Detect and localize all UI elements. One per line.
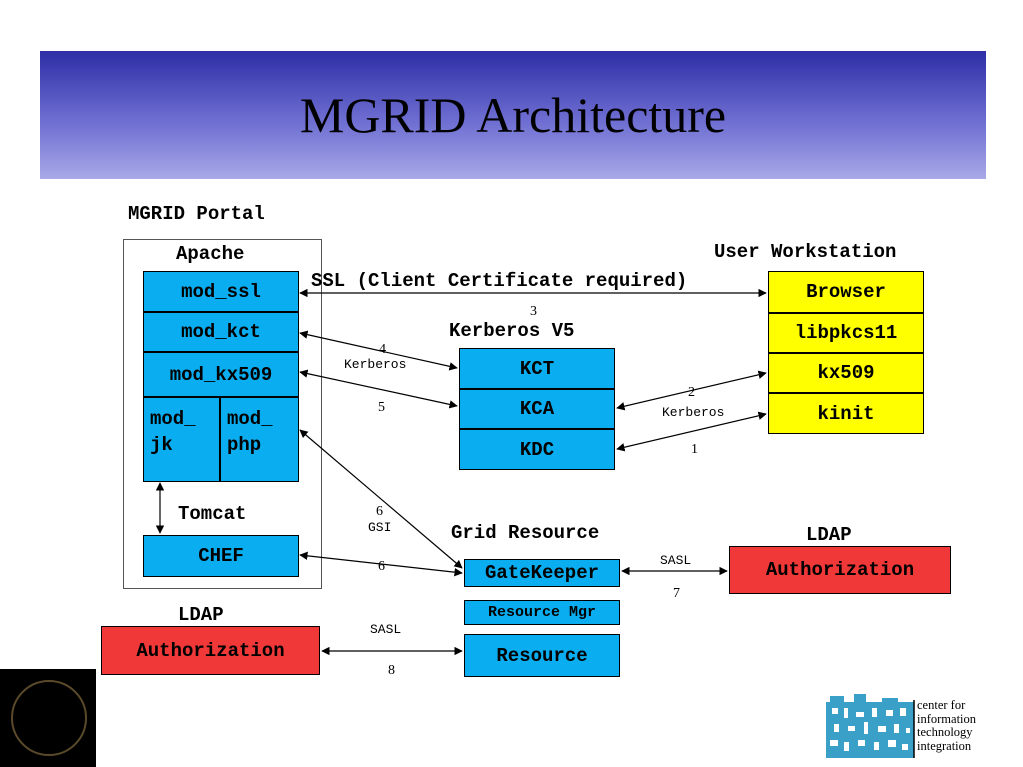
seal-ring-icon: [11, 680, 87, 756]
step-6-chef-number: 6: [378, 559, 385, 574]
step-3-number: 3: [530, 304, 537, 319]
gatekeeper-box: GateKeeper: [464, 559, 620, 587]
kinit-1-arrow: [616, 411, 767, 452]
sasl-7-label: SASL: [660, 553, 692, 568]
mod-ssl-box: mod_ssl: [143, 271, 299, 312]
step-6-gsi-number: 6: [376, 504, 383, 519]
tomcat-label: Tomcat: [178, 503, 247, 525]
libpkcs11-box: libpkcs11: [768, 313, 924, 353]
slide-title: MGRID Architecture: [299, 87, 727, 143]
kerberos-label: Kerberos V5: [449, 320, 575, 342]
kerberos-4-arrow: [299, 330, 458, 371]
kx509-box: kx509: [768, 353, 924, 393]
grid-label: Grid Resource: [451, 522, 600, 544]
title-banner: MGRID Architecture: [40, 51, 986, 179]
kinit-box: kinit: [768, 393, 924, 434]
browser-box: Browser: [768, 271, 924, 313]
step-5-number: 5: [378, 400, 385, 415]
step-2-number: 2: [688, 385, 695, 400]
resource-box: Resource: [464, 634, 620, 677]
mod-kct-box: mod_kct: [143, 312, 299, 352]
kdc-box: KDC: [459, 429, 615, 470]
kx509-5-arrow: [299, 369, 458, 409]
step-4-number: 4: [379, 342, 386, 357]
kca-box: KCA: [459, 389, 615, 429]
workstation-label: User Workstation: [714, 241, 897, 263]
ldap-right-label: LDAP: [806, 524, 852, 546]
kerberos-4-label: Kerberos: [344, 357, 407, 372]
mod-kx509-box: mod_kx509: [143, 352, 299, 397]
resource-mgr-box: Resource Mgr: [464, 600, 620, 625]
step-1-number: 1: [691, 442, 698, 457]
chef-box: CHEF: [143, 535, 299, 577]
mod-php-box: mod_ php: [220, 397, 299, 482]
gsi-label: GSI: [368, 520, 392, 535]
ldap-left-label: LDAP: [178, 604, 224, 626]
kerberos-2-arrow: [616, 370, 767, 411]
chef-gatekeeper-arrow: [299, 551, 463, 577]
portal-frame: [123, 239, 322, 589]
step-8-number: 8: [388, 663, 395, 678]
sasl-8-label: SASL: [370, 622, 402, 637]
citi-logo-text: center for information technology integr…: [917, 698, 977, 753]
kerberos-2-label: Kerberos: [662, 405, 725, 420]
portal-label: MGRID Portal: [128, 203, 265, 225]
ldap-right-authorization-box: Authorization: [729, 546, 951, 594]
gsi-6-arrow: [299, 429, 463, 569]
mod-jk-box: mod_ jk: [143, 397, 220, 482]
seal-logo: [0, 669, 96, 767]
kct-box: KCT: [459, 348, 615, 389]
apache-label: Apache: [176, 243, 245, 265]
ssl-label: SSL (Client Certificate required): [311, 270, 688, 292]
ldap-left-authorization-box: Authorization: [101, 626, 320, 675]
step-7-number: 7: [673, 586, 680, 601]
citi-skyline-logo-icon: [826, 694, 915, 758]
